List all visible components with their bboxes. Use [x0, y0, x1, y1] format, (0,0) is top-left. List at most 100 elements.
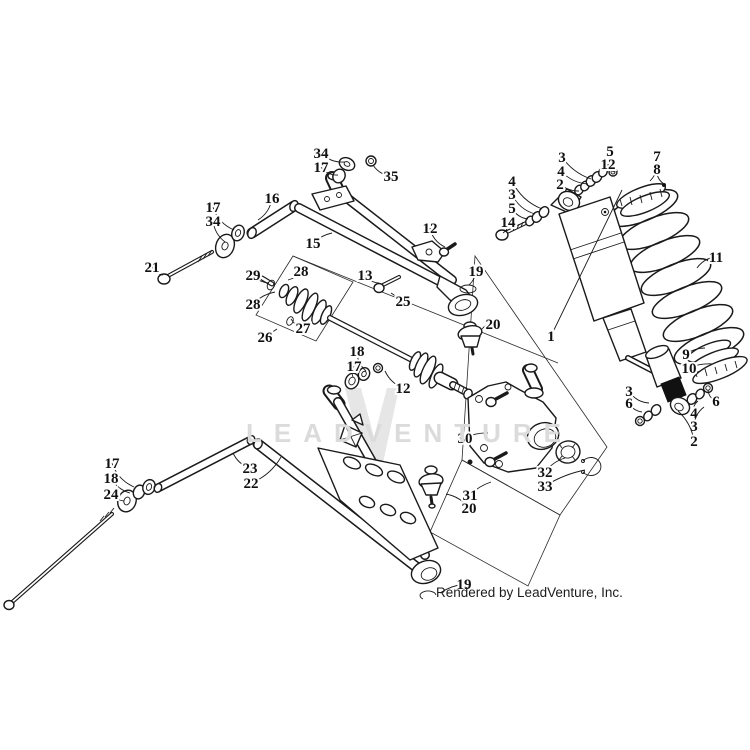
callout-15[interactable]: 15 — [304, 234, 323, 254]
callout-19[interactable]: 19 — [455, 575, 474, 595]
callout-18[interactable]: 18 — [348, 342, 367, 362]
callout-17[interactable]: 17 — [204, 198, 224, 218]
callout-leader-29 — [252, 274, 270, 284]
callout-leader-1 — [550, 189, 623, 337]
callout-leader-28 — [252, 291, 276, 305]
callout-leader-6 — [707, 389, 717, 402]
callout-35[interactable]: 35 — [382, 167, 401, 187]
watermark-text: LEADVENTURE — [246, 418, 574, 448]
callout-3[interactable]: 3 — [623, 382, 635, 402]
callout-4[interactable]: 4 — [555, 162, 567, 182]
callout-leader-12 — [384, 370, 404, 389]
callout-3[interactable]: 3 — [556, 148, 568, 168]
callout-leader-24 — [110, 493, 125, 502]
callout-17[interactable]: 17 — [312, 158, 332, 178]
callout-leader-34 — [212, 220, 226, 243]
callout-4[interactable]: 4 — [688, 404, 700, 424]
callout-8[interactable]: 8 — [651, 160, 663, 180]
callout-leader-2 — [559, 183, 580, 192]
callout-34[interactable]: 34 — [312, 144, 332, 164]
callout-3[interactable]: 3 — [688, 417, 700, 437]
footer-credit: Rendered by LeadVenture, Inc. — [436, 585, 623, 600]
callout-leader-21 — [151, 266, 164, 276]
callout-2[interactable]: 2 — [688, 432, 700, 452]
callout-leader-25 — [390, 292, 404, 302]
callout-31[interactable]: 31 — [461, 486, 480, 506]
callout-14[interactable]: 14 — [499, 213, 519, 233]
callout-leader-17 — [320, 166, 339, 176]
callout-leader-3 — [511, 193, 536, 215]
callout-21[interactable]: 21 — [143, 258, 162, 278]
cv-axle — [259, 275, 473, 400]
callout-leader-17 — [351, 365, 355, 378]
callout-leader-18 — [356, 350, 367, 372]
callout-34[interactable]: 34 — [204, 212, 224, 232]
callout-leader-31 — [469, 481, 492, 496]
callout-33[interactable]: 33 — [536, 477, 555, 497]
callout-leader-13 — [364, 274, 380, 284]
callout-20[interactable]: 20 — [460, 499, 479, 519]
callout-leader-26 — [264, 328, 278, 338]
callout-leader-3 — [628, 390, 650, 404]
callout-20[interactable]: 20 — [484, 315, 503, 335]
callout-25[interactable]: 25 — [394, 292, 413, 312]
callout-leader-14 — [502, 221, 509, 234]
callout-leader-32 — [544, 457, 566, 473]
callout-2[interactable]: 2 — [554, 175, 566, 195]
callout-13[interactable]: 13 — [356, 266, 375, 286]
callout-24[interactable]: 24 — [102, 485, 122, 505]
callout-19[interactable]: 19 — [467, 262, 486, 282]
callout-1[interactable]: 1 — [545, 327, 557, 347]
callout-leader-20 — [481, 323, 494, 330]
callout-17[interactable]: 17 — [345, 357, 365, 377]
callout-6[interactable]: 6 — [710, 392, 722, 412]
lower-a-arm — [3, 384, 444, 611]
callout-5[interactable]: 5 — [604, 142, 616, 162]
callout-10[interactable]: 10 — [680, 359, 699, 379]
callout-7[interactable]: 7 — [651, 147, 663, 167]
callout-leader-5 — [602, 150, 611, 170]
callout-5[interactable]: 5 — [506, 199, 518, 219]
callout-leader-12 — [607, 163, 616, 173]
callout-leader-4 — [511, 180, 543, 210]
callout-30[interactable]: 30 — [456, 429, 475, 449]
callout-12[interactable]: 12 — [599, 155, 618, 175]
callout-6[interactable]: 6 — [623, 394, 635, 414]
callout-18[interactable]: 18 — [102, 469, 121, 489]
callout-leader-35 — [372, 164, 392, 177]
callout-leader-19 — [468, 270, 477, 286]
callout-leader-15 — [312, 232, 333, 244]
callout-leader-12 — [429, 227, 446, 248]
callout-26[interactable]: 26 — [256, 328, 276, 348]
callout-4[interactable]: 4 — [506, 172, 518, 192]
callout-leader-17 — [212, 206, 235, 231]
callout-32[interactable]: 32 — [536, 463, 555, 483]
callout-28[interactable]: 28 — [292, 262, 311, 282]
callout-29[interactable]: 29 — [244, 266, 263, 286]
spring-retainers — [616, 183, 748, 385]
callout-17[interactable]: 17 — [103, 454, 123, 474]
shock-absorber — [495, 166, 714, 427]
callout-28[interactable]: 28 — [244, 295, 263, 315]
callout-27[interactable]: 27 — [294, 319, 314, 339]
callout-leader-22 — [250, 456, 282, 484]
callout-12[interactable]: 12 — [394, 379, 413, 399]
callout-leader-19 — [439, 583, 465, 594]
rubber-bushing-2 — [660, 376, 687, 403]
callout-9[interactable]: 9 — [680, 345, 692, 365]
callout-23[interactable]: 23 — [241, 459, 260, 479]
callout-leader-6 — [628, 402, 643, 413]
callout-leader-3 — [561, 156, 592, 180]
callout-leader-28 — [287, 270, 302, 281]
callout-leader-2 — [677, 410, 695, 442]
callout-leader-5 — [511, 207, 529, 220]
callout-11[interactable]: 11 — [707, 248, 725, 268]
callout-16[interactable]: 16 — [263, 189, 283, 209]
callout-12[interactable]: 12 — [421, 219, 440, 239]
callout-22[interactable]: 22 — [242, 474, 261, 494]
callout-3[interactable]: 3 — [506, 185, 518, 205]
callout-leader-3 — [693, 406, 705, 427]
